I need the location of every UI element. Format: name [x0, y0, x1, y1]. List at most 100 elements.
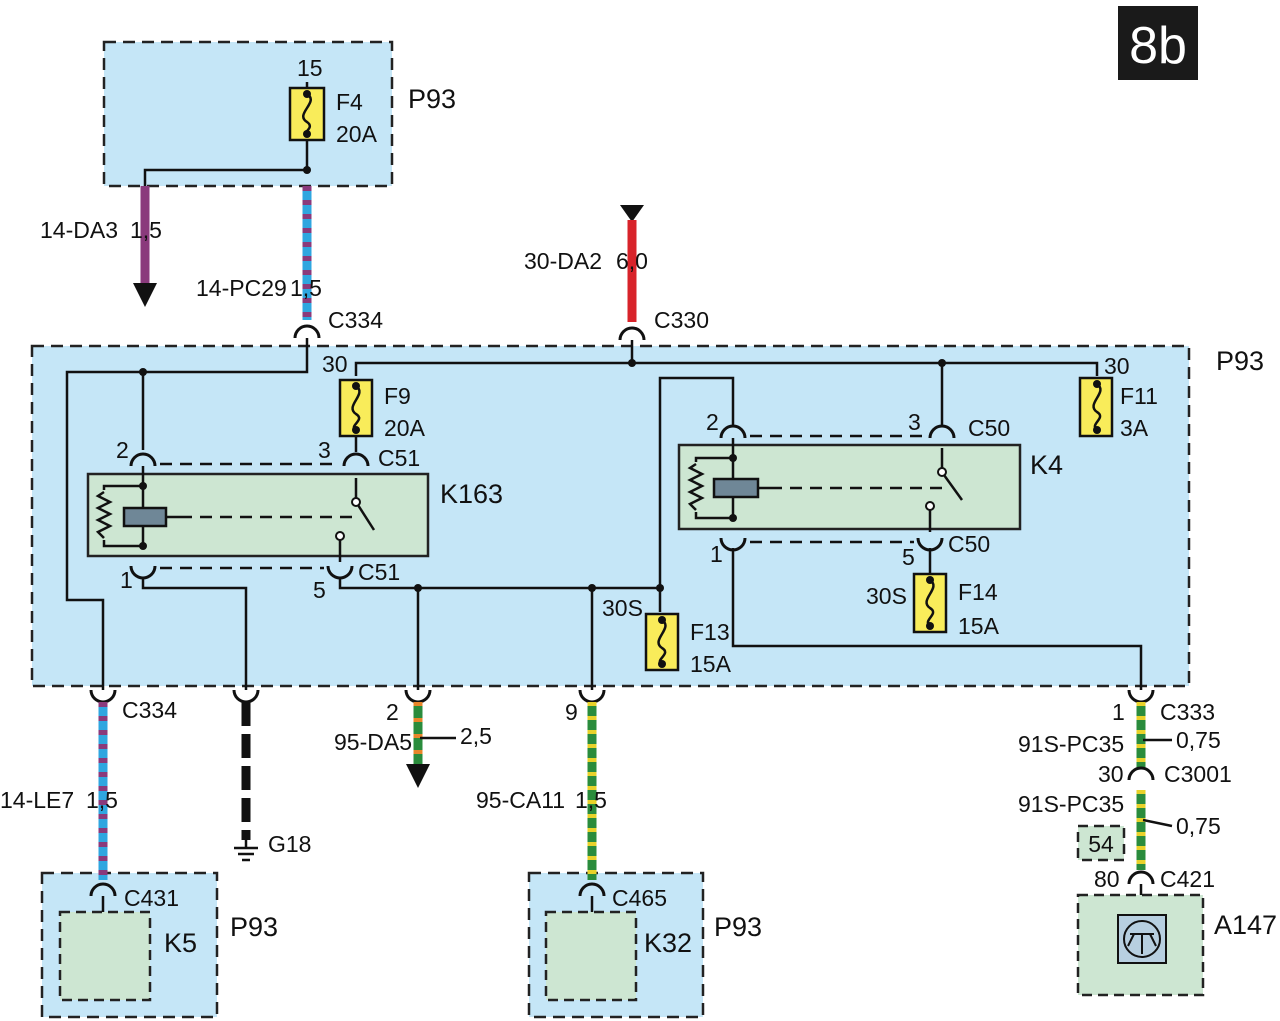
wire-14-pc29-size: 1,5 — [290, 275, 322, 301]
k163-pin3: 3 — [318, 437, 331, 463]
fuse-f11-id: F11 — [1120, 383, 1158, 409]
connector-c465-label: C465 — [612, 885, 667, 911]
wire-14-le7-code: 14-LE7 — [0, 787, 74, 813]
module-p93-top — [102, 40, 394, 188]
wire-95-da5-size: 2,5 — [460, 723, 492, 749]
component-k32-label: K32 — [644, 928, 692, 958]
wire-95-da5-code: 95-DA5 — [334, 729, 412, 755]
supply-arrow-icon — [620, 205, 644, 222]
ground-icon — [234, 840, 258, 862]
wire-bus-30 — [354, 361, 1099, 376]
connector-out-9 — [578, 689, 606, 704]
fuse-f14-pin: 30S — [866, 583, 907, 609]
component-k32 — [544, 910, 638, 1002]
wire-k4-c333 — [731, 548, 1143, 690]
fuse-f9-id: F9 — [384, 383, 411, 409]
connector-c330-label: C330 — [654, 307, 709, 333]
connector-c334-bot — [89, 689, 117, 704]
fuse-f11-pin: 30 — [1104, 353, 1130, 379]
connector-c465 — [578, 882, 606, 897]
out-pin-2: 2 — [386, 699, 399, 725]
wire-14-da3-size: 1,5 — [130, 217, 162, 243]
connector-c3001-label: C3001 — [1164, 761, 1232, 787]
component-pin-54-label: 54 — [1088, 831, 1114, 857]
wire-95-ca11-size: 1,5 — [575, 787, 607, 813]
k4-pin5: 5 — [902, 544, 915, 570]
connector-c334-top-label: C334 — [328, 307, 383, 333]
connector-c421-label: C421 — [1160, 866, 1215, 892]
fuse-f4-pin: 15 — [297, 55, 323, 81]
relay-coil-icon — [687, 438, 944, 522]
module-p93-top-label: P93 — [408, 84, 456, 114]
wire-k163-ground — [141, 578, 248, 690]
fuse-f14-rating: 15A — [958, 613, 1000, 639]
module-p93-k32-label: P93 — [714, 912, 762, 942]
fuse-f13-id: F13 — [690, 619, 730, 645]
wire-14-le7-size: 1,5 — [86, 787, 118, 813]
wire-30-da2-code: 30-DA2 — [524, 248, 602, 274]
connector-c431 — [89, 882, 117, 897]
fuse-f14-id: F14 — [958, 579, 998, 605]
fuse-f13-pin: 30S — [602, 595, 643, 621]
component-k5 — [58, 910, 152, 1002]
k4-pin3: 3 — [908, 409, 921, 435]
relay-k4-label: K4 — [1030, 450, 1063, 480]
connector-c333-label: C333 — [1160, 699, 1215, 725]
k163-pin2: 2 — [116, 437, 129, 463]
k4-pin1: 1 — [710, 541, 723, 567]
relay-k163-label: K163 — [440, 479, 503, 509]
connector-c421 — [1127, 870, 1155, 885]
wire-30-da2-size: 6,0 — [616, 248, 648, 274]
fuse-f9-rating: 20A — [384, 415, 426, 441]
connector-k163-pin2 — [129, 452, 157, 467]
connector-c51-top-label: C51 — [378, 445, 420, 471]
fuse-f13 — [644, 612, 680, 672]
wire-91s-pc35-a-size: 0,75 — [1176, 727, 1221, 753]
connector-c3001 — [1127, 766, 1155, 781]
connector-k4-pin2 — [719, 424, 747, 439]
k163-pin5: 5 — [313, 577, 326, 603]
wire-f4-split — [143, 168, 307, 186]
k4-pin2: 2 — [706, 409, 719, 435]
relay-switch-icon — [335, 478, 376, 562]
fuse-f14 — [912, 572, 948, 634]
c421-pin-80: 80 — [1094, 866, 1120, 892]
connector-c334-bot-label: C334 — [122, 697, 177, 723]
wire-91s-pc35-b-size: 0,75 — [1176, 813, 1221, 839]
module-p93-k5-label: P93 — [230, 912, 278, 942]
relay-coil-icon — [95, 466, 352, 550]
module-a147-label: A147 — [1214, 910, 1277, 940]
svg-text:8b: 8b — [1129, 17, 1187, 75]
connector-c333 — [1127, 689, 1155, 704]
wire-bus-30s — [338, 376, 735, 590]
fuse-f4-id: F4 — [336, 89, 363, 115]
component-pin-54 — [1076, 824, 1126, 862]
wire-14-pc29-code: 14-PC29 — [196, 275, 287, 301]
wire-c334-feed — [65, 338, 309, 690]
connector-out-2 — [404, 689, 432, 704]
c3001-pin-30: 30 — [1098, 761, 1124, 787]
connector-c50-top-label: C50 — [968, 415, 1010, 441]
fuse-f9 — [338, 378, 374, 438]
out-pin-9: 9 — [565, 699, 578, 725]
fuse-f13-rating: 15A — [690, 651, 732, 677]
ground-g18-label: G18 — [268, 831, 311, 857]
k163-pin1: 1 — [120, 567, 133, 593]
transistor-icon — [1117, 914, 1167, 964]
fuse-f4 — [288, 82, 326, 170]
wire-91s-pc35-a-code: 91S-PC35 — [1018, 731, 1124, 757]
module-p93-main-label: P93 — [1216, 346, 1264, 376]
arrow-down-icon — [406, 764, 430, 788]
connector-c51-top — [342, 452, 370, 467]
fuse-f11 — [1078, 376, 1114, 438]
wire-91s-pc35-b-code: 91S-PC35 — [1018, 791, 1124, 817]
relay-switch-icon — [925, 448, 964, 532]
connector-c431-label: C431 — [124, 885, 179, 911]
fuse-f9-pin: 30 — [322, 351, 348, 377]
fuse-f4-rating: 20A — [336, 121, 378, 147]
fuse-f11-rating: 3A — [1120, 415, 1149, 441]
wire-95-ca11-code: 95-CA11 — [476, 787, 565, 813]
connector-ground — [232, 689, 260, 704]
connector-c51-bot-label: C51 — [358, 559, 400, 585]
